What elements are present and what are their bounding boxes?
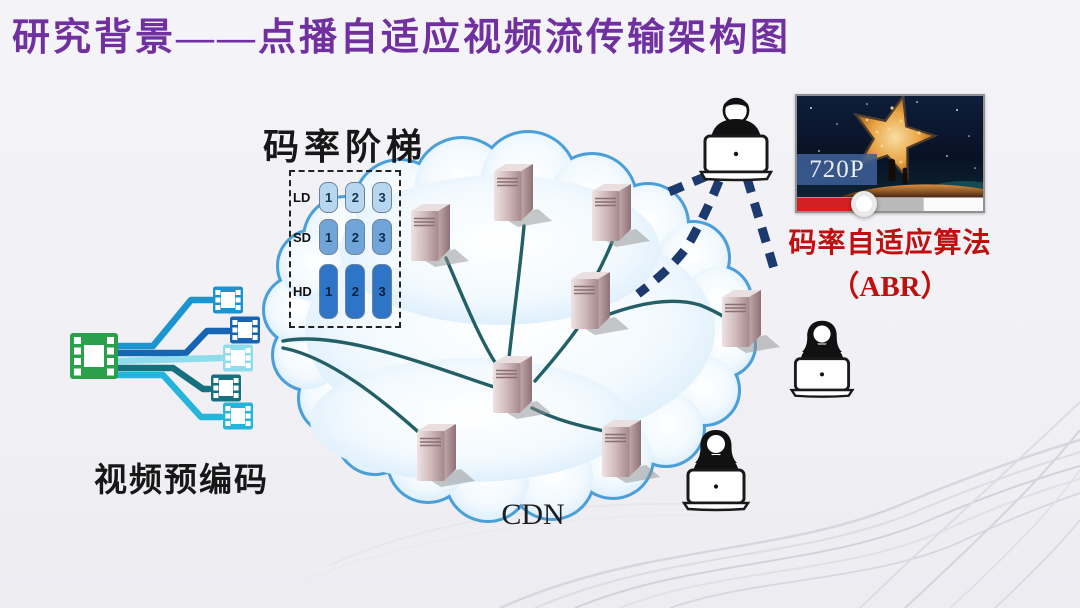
encoder-branch-lines [114,296,233,421]
row-label: SD [293,229,312,245]
wireless-dashed-links [635,171,780,298]
video-encoder-cluster [70,286,260,430]
progress-played [797,198,864,211]
encoded-film-icon [213,286,243,314]
encoder-label: 视频预编码 [94,463,269,499]
quality-badge: 720P [797,154,877,185]
encoded-film-icon [211,374,241,402]
bitrate-block: 3 [372,219,393,255]
user-male-laptop-icon [699,97,773,182]
ladder-row-ld: LD 1 2 3 [291,182,399,213]
page-title: 研究背景——点播自适应视频流传输架构图 [12,17,792,59]
encoded-film-icon [223,344,253,372]
user-female-laptop-icon [790,319,854,399]
ladder-row-hd: HD 1 2 3 [291,264,399,319]
progress-buffered [863,198,924,211]
cdn-cloud [262,130,757,523]
bitrate-block: 1 [318,264,339,319]
bitrate-block: 3 [372,182,393,213]
abr-caption-line2: （ABR） [830,271,950,303]
source-film-icon [70,333,118,379]
progress-remaining [923,198,983,211]
cdn-label: CDN [501,498,565,531]
encoded-film-icon [230,316,260,344]
ladder-row-sd: SD 1 2 3 [291,219,399,255]
bitrate-block: 2 [345,264,366,319]
bitrate-block: 2 [345,219,366,255]
abr-caption-line1: 码率自适应算法 [788,228,992,259]
row-label: LD [293,190,311,205]
background-waves [299,401,1080,608]
bitrate-block: 1 [318,219,339,255]
bitrate-block: 3 [372,264,393,319]
encoded-film-icon [223,402,253,430]
progress-bar [797,191,983,217]
network-links [281,224,728,450]
row-label: HD [293,284,312,299]
bitrate-block: 2 [345,182,366,213]
player-screen: 720P [797,96,983,198]
video-player: 720P [795,94,985,217]
progress-knob [850,191,877,217]
abr-caption: 码率自适应算法 （ABR） [772,221,1008,305]
bitrate-ladder-label: 码率阶梯 [263,127,428,167]
bitrate-block: 1 [318,182,339,213]
bitrate-ladder-box: LD 1 2 3 SD 1 2 3 HD 1 2 3 [289,170,401,328]
